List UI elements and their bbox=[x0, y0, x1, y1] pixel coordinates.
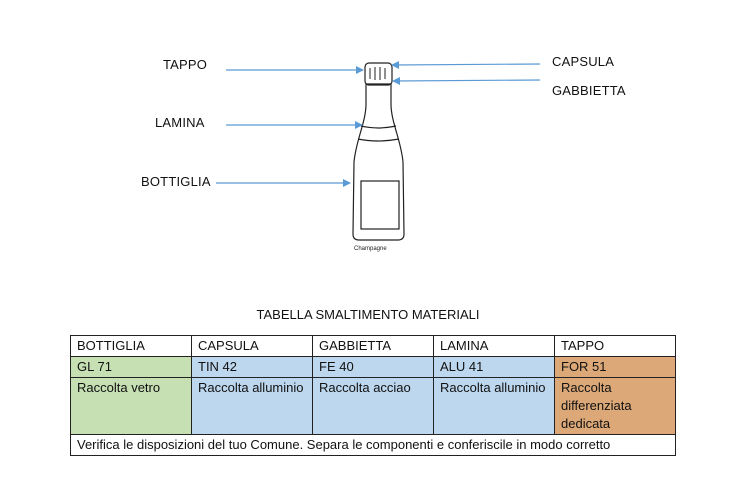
code-capsula: TIN 42 bbox=[191, 356, 313, 378]
table-code-row: GL 71 TIN 42 FE 40 ALU 41 FOR 51 bbox=[70, 356, 676, 378]
label-tappo: TAPPO bbox=[163, 57, 208, 72]
bottle-caption: Champagne bbox=[354, 246, 387, 252]
header-tappo: TAPPO bbox=[554, 335, 676, 357]
label-bottiglia: BOTTIGLIA bbox=[141, 174, 211, 189]
bottle-foil-band bbox=[357, 125, 400, 142]
disposal-gabbietta: Raccolta acciao bbox=[312, 377, 434, 435]
bottle-body bbox=[352, 83, 405, 241]
table-disposal-row: Raccolta vetro Raccolta alluminio Raccol… bbox=[70, 377, 676, 435]
disposal-lamina: Raccolta alluminio bbox=[433, 377, 555, 435]
code-tappo: FOR 51 bbox=[554, 356, 676, 378]
header-gabbietta: GABBIETTA bbox=[312, 335, 434, 357]
header-lamina: LAMINA bbox=[433, 335, 555, 357]
cork-wire-marks bbox=[369, 67, 386, 80]
table-footer-note: Verifica le disposizioni del tuo Comune.… bbox=[70, 434, 676, 456]
code-bottiglia: GL 71 bbox=[70, 356, 192, 378]
label-lamina: LAMINA bbox=[155, 115, 205, 130]
disposal-table: BOTTIGLIA CAPSULA GABBIETTA LAMINA TAPPO… bbox=[70, 335, 676, 456]
disposal-capsula: Raccolta alluminio bbox=[191, 377, 313, 435]
gabbietta-arrow bbox=[392, 76, 541, 85]
label-capsula: CAPSULA bbox=[552, 54, 615, 69]
disposal-tappo: Raccolta differenziata dedicata bbox=[554, 377, 676, 435]
code-lamina: ALU 41 bbox=[433, 356, 555, 378]
bottle-diagram bbox=[216, 60, 541, 241]
table-header-row: BOTTIGLIA CAPSULA GABBIETTA LAMINA TAPPO bbox=[70, 335, 676, 357]
capsula-arrow bbox=[391, 60, 541, 69]
table-footer-row: Verifica le disposizioni del tuo Comune.… bbox=[70, 434, 676, 456]
label-gabbietta: GABBIETTA bbox=[552, 83, 626, 98]
header-capsula: CAPSULA bbox=[191, 335, 313, 357]
code-gabbietta: FE 40 bbox=[312, 356, 434, 378]
bottle-cork-top bbox=[364, 62, 393, 86]
champagne-bottle bbox=[352, 62, 405, 241]
header-bottiglia: BOTTIGLIA bbox=[70, 335, 192, 357]
disposal-bottiglia: Raccolta vetro bbox=[70, 377, 192, 435]
table-title: TABELLA SMALTIMENTO MATERIALI bbox=[256, 307, 480, 322]
bottle-label bbox=[360, 180, 400, 230]
